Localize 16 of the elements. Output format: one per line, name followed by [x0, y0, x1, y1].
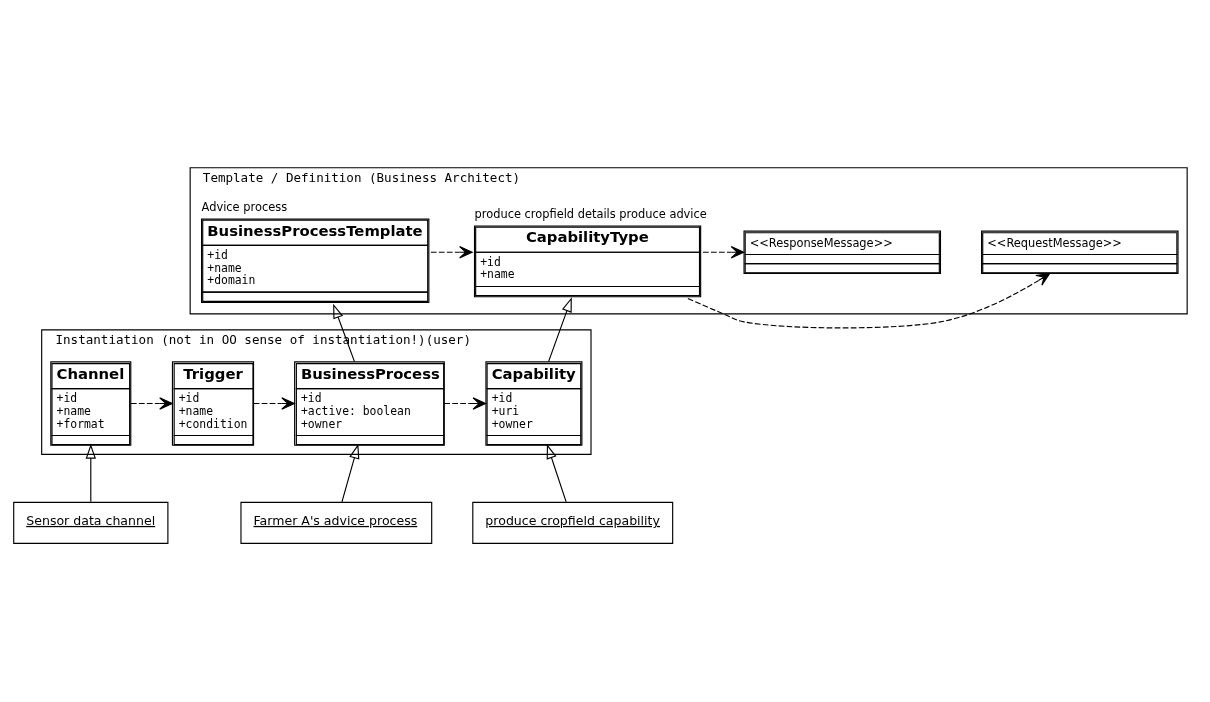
node-box: produce cropfield capability: [472, 501, 674, 544]
arrow: [85, 443, 96, 503]
arrow: [702, 246, 745, 259]
arrow: [443, 397, 487, 410]
node-box: Sensor data channel: [13, 501, 169, 544]
arrow: [333, 303, 356, 363]
node-label: Advice process: [201, 200, 288, 215]
arrow: [546, 443, 567, 503]
arrow: [341, 443, 360, 503]
node-label: produce cropfield details produce advice: [474, 206, 707, 221]
arrow: [130, 397, 173, 410]
arrow: [687, 273, 1051, 329]
arrow: [253, 397, 295, 410]
arrow: [430, 246, 473, 259]
arrow: [548, 297, 572, 363]
node-box: Farmer A's advice process: [240, 501, 433, 544]
